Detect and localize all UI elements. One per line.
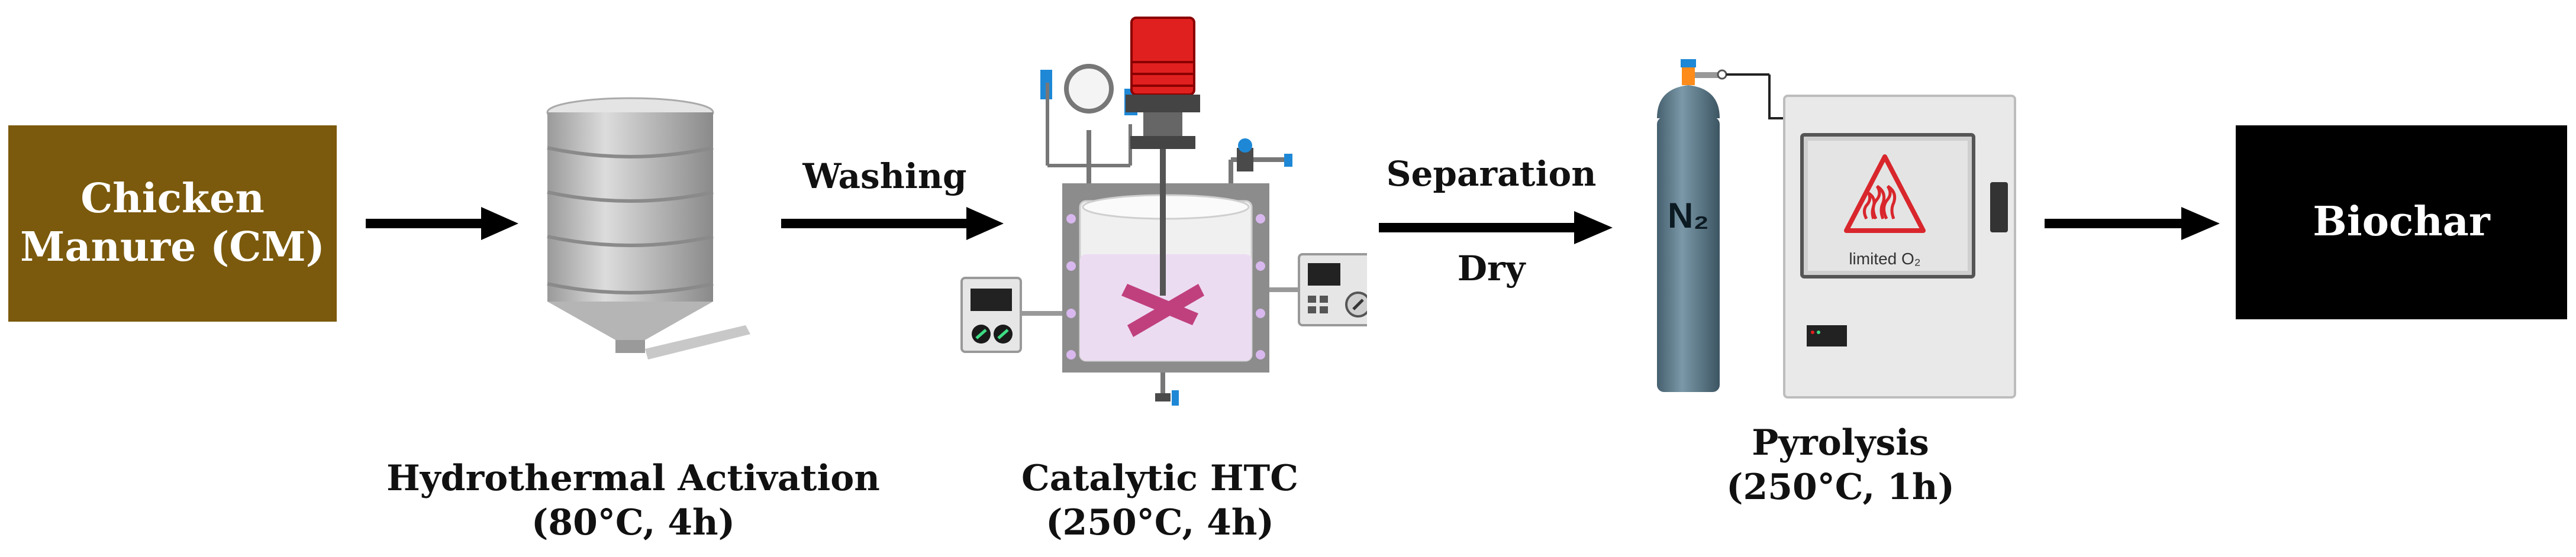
htc-name: Catalytic HTC	[1021, 458, 1298, 499]
biochar-label: Biochar	[2313, 198, 2490, 246]
pyrolysis-label: Pyrolysis (250°C, 1h)	[1681, 421, 2000, 510]
separation-label: Separation	[1386, 154, 1597, 194]
pyrolysis-name: Pyrolysis	[1752, 422, 1929, 464]
gas-label: N₂	[1668, 196, 1709, 235]
biochar-box: Biochar	[2236, 125, 2567, 319]
dry-label: Dry	[1457, 248, 1526, 289]
activation-label: Hydrothermal Activation (80°C, 4h)	[355, 456, 911, 545]
reactor-icon	[960, 17, 1367, 406]
flame-warning-icon	[1844, 154, 1926, 233]
htc-label: Catalytic HTC (250°C, 4h)	[947, 456, 1373, 545]
arrow-4	[2045, 207, 2220, 240]
arrow-3	[1379, 211, 1613, 244]
pyrolysis-conditions: (250°C, 1h)	[1726, 467, 1955, 508]
activation-conditions: (80°C, 4h)	[531, 502, 736, 543]
washing-label: Washing	[802, 156, 967, 196]
arrow-2	[781, 207, 1004, 240]
htc-conditions: (250°C, 4h)	[1046, 502, 1274, 543]
atmosphere-label: limited O₂	[1849, 250, 1921, 268]
chicken-manure-box: Chicken Manure (CM)	[8, 125, 337, 322]
start-line-2: Manure (CM)	[20, 224, 325, 271]
activation-name: Hydrothermal Activation	[386, 458, 880, 499]
tank-icon	[546, 97, 750, 360]
arrow-1	[366, 207, 518, 240]
furnace-icon	[1768, 75, 2016, 399]
gas-cylinder-icon: N₂	[1657, 59, 1769, 392]
start-line-1: Chicken	[80, 175, 265, 223]
